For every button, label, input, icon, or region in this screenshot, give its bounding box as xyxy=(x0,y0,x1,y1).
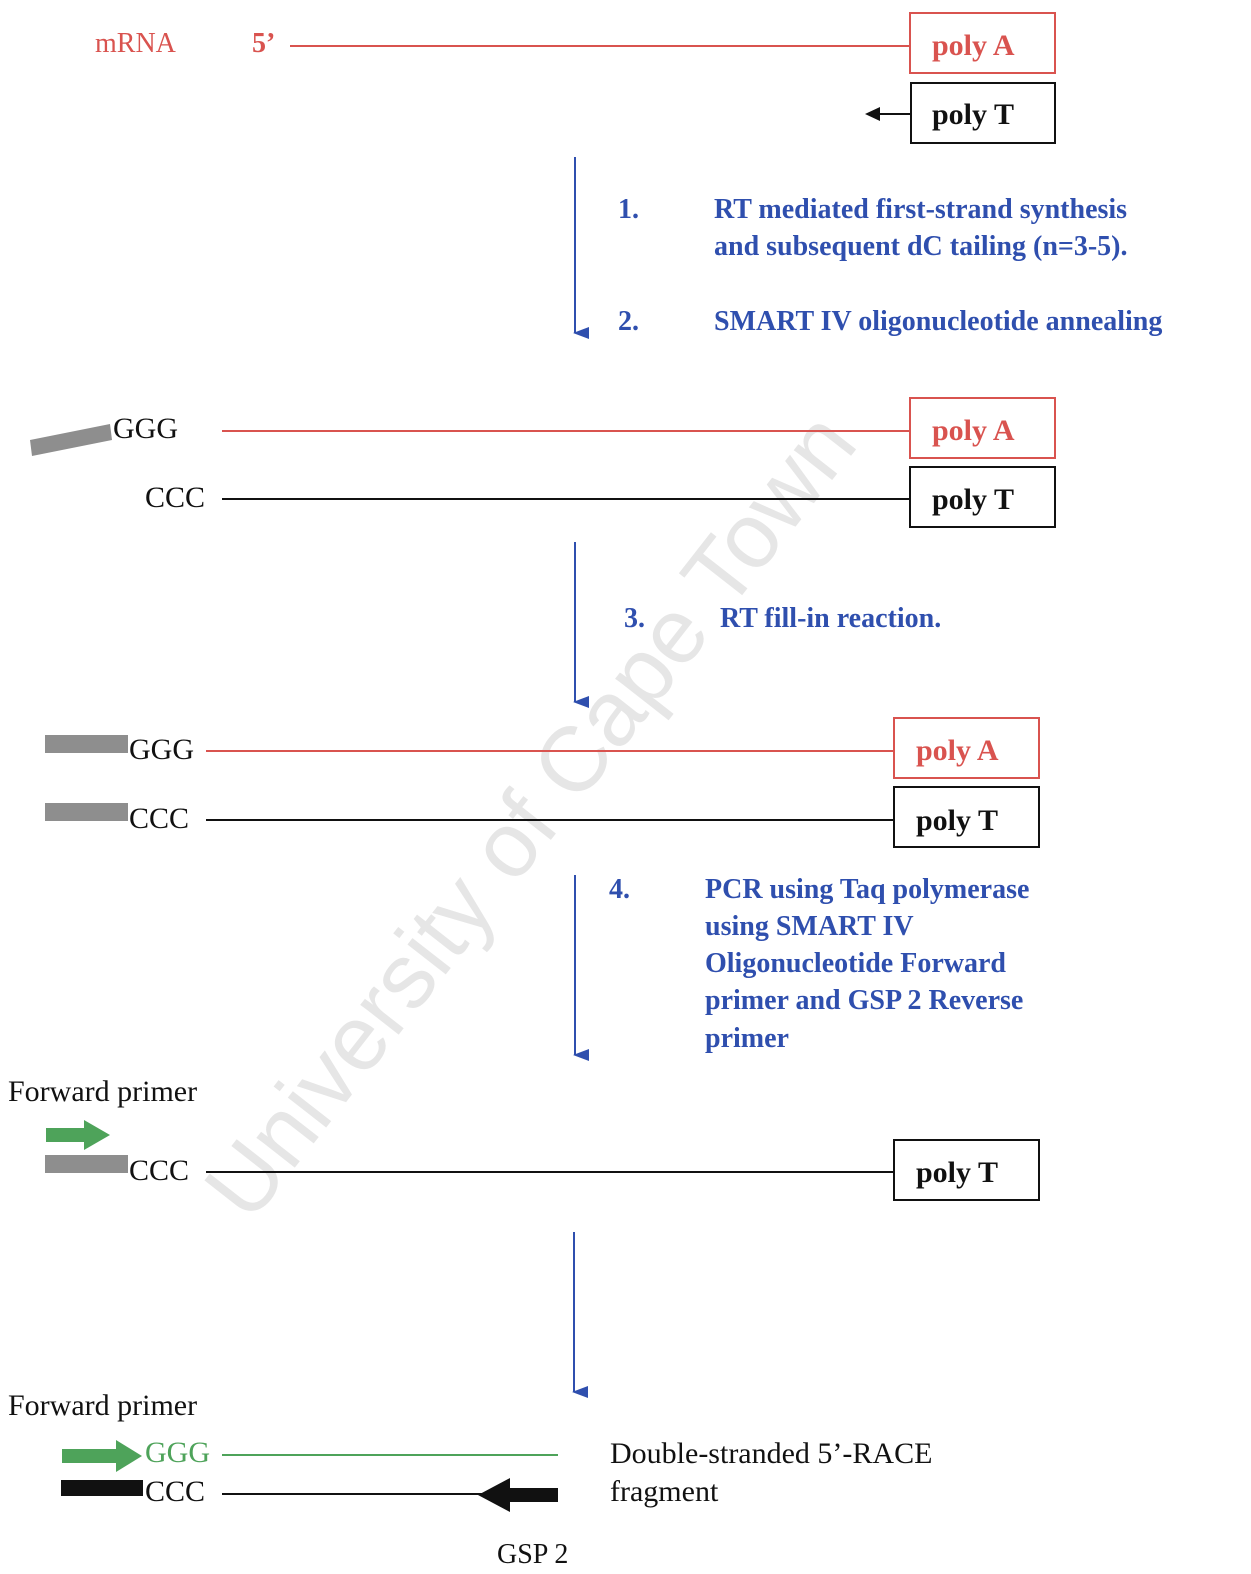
gsp2-label: GSP 2 xyxy=(497,1539,568,1570)
step-2-number: 2. xyxy=(618,306,639,337)
watermark-text: University of Cape Town xyxy=(185,394,875,1237)
stage4-forward-arrow-shaft xyxy=(46,1128,86,1142)
gsp2-arrow-shaft xyxy=(504,1488,558,1502)
stage4-forward-primer-label: Forward primer xyxy=(8,1075,197,1108)
stage2-poly-t-box xyxy=(909,466,1056,528)
poly-t-direction-arrowhead xyxy=(865,107,880,121)
stage5-forward-arrow-head xyxy=(116,1440,142,1472)
stage4-ccc: CCC xyxy=(129,1154,189,1187)
stage3-smart-bar-top xyxy=(45,735,128,753)
poly-a-label: poly A xyxy=(932,29,1015,62)
step-4-number: 4. xyxy=(609,874,630,905)
step-4-text-line1: PCR using Taq polymerase xyxy=(705,874,1029,905)
gsp2-arrow-head xyxy=(478,1478,510,1512)
stage4-smart-bar xyxy=(45,1155,128,1173)
stage2-poly-a-label: poly A xyxy=(932,414,1015,447)
stage5-ggg: GGG xyxy=(145,1436,210,1469)
step-1-text-line1: RT mediated first-strand synthesis xyxy=(714,194,1127,225)
stage3-poly-a-box xyxy=(893,717,1040,779)
stage2-poly-t-label: poly T xyxy=(932,483,1014,516)
step-1-text-line2: and subsequent dC tailing (n=3-5). xyxy=(714,231,1128,262)
stage5-ccc: CCC xyxy=(145,1475,205,1508)
step-3-number: 3. xyxy=(624,603,645,634)
stage3-smart-bar-bottom xyxy=(45,803,128,821)
stage4-poly-t-label: poly T xyxy=(916,1156,998,1189)
poly-a-box xyxy=(909,12,1056,74)
poly-t-primer-box xyxy=(910,82,1056,144)
step-3-text: RT fill-in reaction. xyxy=(720,603,941,634)
stage3-ccc: CCC xyxy=(129,802,189,835)
five-prime-label: 5’ xyxy=(252,28,275,59)
step-4-text-line4: primer and GSP 2 Reverse xyxy=(705,985,1023,1016)
poly-t-primer-label: poly T xyxy=(932,98,1014,131)
mrna-label: mRNA xyxy=(95,28,177,59)
step-4-text-line2: using SMART IV xyxy=(705,911,914,942)
step-4-text-line5: primer xyxy=(705,1023,789,1054)
stage2-ggg: GGG xyxy=(113,412,178,445)
fragment-label-line2: fragment xyxy=(610,1475,719,1508)
smart-oligo-tilted-bar xyxy=(30,424,112,456)
stage5-forward-primer-label: Forward primer xyxy=(8,1389,197,1422)
stage3-poly-t-box xyxy=(893,786,1040,848)
step-4-text-line3: Oligonucleotide Forward xyxy=(705,948,1006,979)
step-1-number: 1. xyxy=(618,194,639,225)
stage4-forward-arrow-head xyxy=(84,1120,110,1150)
fragment-label-line1: Double-stranded 5’-RACE xyxy=(610,1437,932,1470)
stage4-poly-t-box xyxy=(893,1139,1040,1201)
step-2-text: SMART IV oligonucleotide annealing xyxy=(714,306,1162,337)
stage3-poly-a-label: poly A xyxy=(916,734,999,767)
stage5-black-bar xyxy=(61,1480,143,1496)
stage2-ccc: CCC xyxy=(145,481,205,514)
stage3-ggg: GGG xyxy=(129,733,194,766)
stage5-forward-arrow-shaft xyxy=(62,1449,118,1463)
stage3-poly-t-label: poly T xyxy=(916,804,998,837)
stage2-poly-a-box xyxy=(909,397,1056,459)
